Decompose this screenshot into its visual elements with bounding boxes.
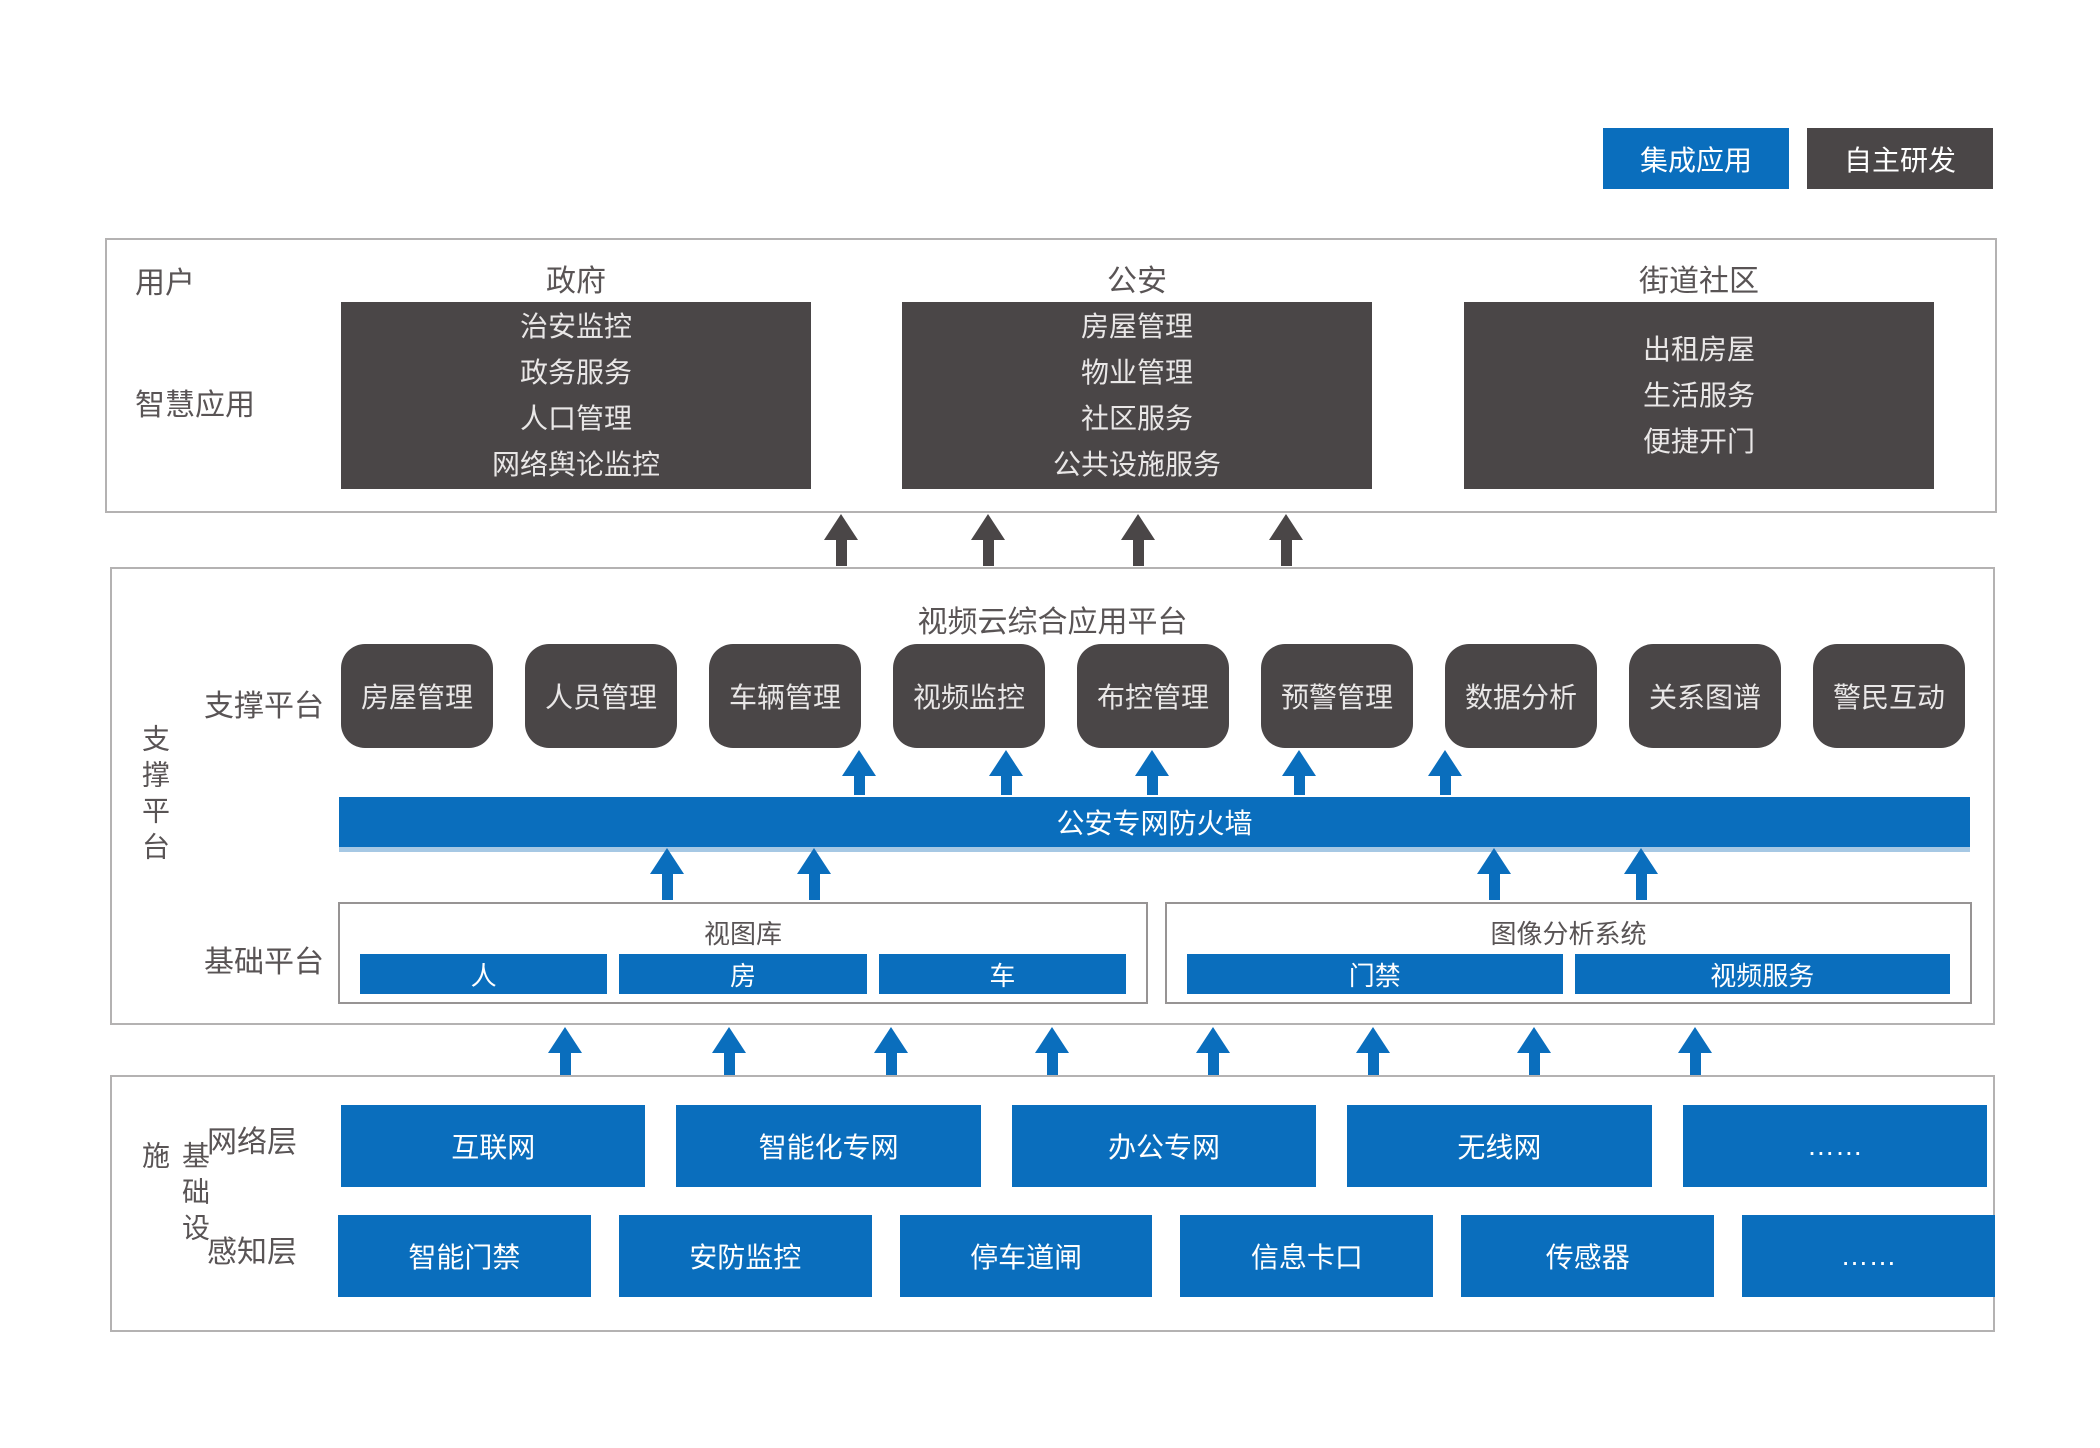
network-layer-row: 互联网智能化专网办公专网无线网 …… xyxy=(341,1105,1988,1187)
sense-box: …… xyxy=(1742,1215,1995,1297)
view-library-item: 车 xyxy=(878,954,1126,994)
up-arrow-icon xyxy=(842,750,876,795)
app-item: 网络舆论监控 xyxy=(491,448,660,480)
sense-layer-row: 智能门禁安防监控停车道闸信息卡口传感器 …… xyxy=(338,1215,1995,1297)
column-header-community: 街道社区 xyxy=(1639,265,1759,298)
up-arrow-icon xyxy=(874,1027,908,1075)
view-library-title: 视图库 xyxy=(703,919,782,949)
column-header-government: 政府 xyxy=(546,265,606,298)
image-analysis-title: 图像分析系统 xyxy=(1490,919,1647,949)
support-module-box: 人员管理 xyxy=(525,644,677,748)
view-library-item: 房 xyxy=(619,954,867,994)
up-arrow-icon xyxy=(1678,1027,1712,1075)
smart-apps-label: 智慧应用 xyxy=(135,389,255,422)
support-module-box: 关系图谱 xyxy=(1629,644,1781,748)
infrastructure-side-label: 基础设施 xyxy=(139,1140,210,1249)
app-item: 公共设施服务 xyxy=(1052,448,1221,480)
infrastructure-section: 基础设施 网络层 互联网智能化专网办公专网无线网 …… 感知层 智能门禁安防监控停… xyxy=(110,1075,1995,1332)
sense-box: 停车道闸 xyxy=(899,1215,1153,1297)
sense-layer-label: 感知层 xyxy=(207,1236,297,1269)
network-box: 智能化专网 xyxy=(676,1105,981,1187)
up-arrow-icon xyxy=(1356,1027,1390,1075)
support-module-box: 车辆管理 xyxy=(709,644,861,748)
view-library-item: 人 xyxy=(360,954,608,994)
up-arrow-icon xyxy=(1135,750,1169,795)
image-analysis-items: 门禁视频服务 xyxy=(1187,954,1950,994)
up-arrow-icon xyxy=(1624,848,1658,900)
app-item: 生活服务 xyxy=(1642,379,1755,411)
up-arrow-icon xyxy=(650,848,684,900)
sense-box: 智能门禁 xyxy=(338,1215,591,1297)
network-box: 办公专网 xyxy=(1011,1105,1317,1187)
legend: 集成应用 自主研发 xyxy=(1603,128,1993,189)
view-library-box: 视图库 人房车 xyxy=(338,902,1148,1004)
base-platform-label: 基础平台 xyxy=(204,946,324,979)
app-item: 治安监控 xyxy=(519,310,632,342)
app-item: 人口管理 xyxy=(519,402,632,434)
app-item: 出租房屋 xyxy=(1642,333,1755,365)
up-arrow-icon xyxy=(797,848,831,900)
up-arrow-icon xyxy=(1196,1027,1230,1075)
support-module-box: 数据分析 xyxy=(1445,644,1597,748)
up-arrow-icon xyxy=(824,514,858,566)
up-arrow-icon xyxy=(1269,514,1303,566)
image-analysis-box: 图像分析系统 门禁视频服务 xyxy=(1165,902,1972,1004)
network-box: …… xyxy=(1682,1105,1988,1187)
support-row-label: 支撑平台 xyxy=(204,690,324,723)
community-apps-box: 出租房屋生活服务便捷开门 xyxy=(1464,302,1934,489)
up-arrow-icon xyxy=(989,750,1023,795)
government-apps-box: 治安监控政务服务人口管理网络舆论监控 xyxy=(341,302,811,489)
users-label: 用户 xyxy=(135,267,195,300)
up-arrow-icon xyxy=(1121,514,1155,566)
view-library-items: 人房车 xyxy=(360,954,1126,994)
up-arrow-icon xyxy=(1035,1027,1069,1075)
users-applications-section: 用户 智慧应用 政府 公安 街道社区 治安监控政务服务人口管理网络舆论监控 房屋… xyxy=(105,238,1997,513)
support-module-box: 布控管理 xyxy=(1077,644,1229,748)
network-box: 无线网 xyxy=(1347,1105,1652,1187)
up-arrow-icon xyxy=(1477,848,1511,900)
legend-self-developed: 自主研发 xyxy=(1807,128,1993,189)
sense-box: 传感器 xyxy=(1461,1215,1715,1297)
up-arrow-icon xyxy=(971,514,1005,566)
support-platform-section: 支撑平台 视频云综合应用平台 支撑平台 房屋管理人员管理车辆管理视频监控布控管理… xyxy=(110,567,1995,1025)
network-layer-label: 网络层 xyxy=(207,1126,297,1159)
up-arrow-icon xyxy=(1517,1027,1551,1075)
app-item: 社区服务 xyxy=(1080,402,1193,434)
sense-box: 信息卡口 xyxy=(1180,1215,1434,1297)
police-apps-box: 房屋管理物业管理社区服务公共设施服务 xyxy=(902,302,1372,489)
app-item: 便捷开门 xyxy=(1642,425,1755,457)
image-analysis-item: 门禁 xyxy=(1187,954,1563,994)
sense-box: 安防监控 xyxy=(618,1215,872,1297)
column-header-police: 公安 xyxy=(1107,265,1167,298)
support-module-box: 视频监控 xyxy=(893,644,1045,748)
up-arrow-icon xyxy=(712,1027,746,1075)
network-box: 互联网 xyxy=(341,1105,646,1187)
image-analysis-item: 视频服务 xyxy=(1574,954,1950,994)
app-item: 房屋管理 xyxy=(1080,310,1193,342)
up-arrow-icon xyxy=(548,1027,582,1075)
support-module-box: 警民互动 xyxy=(1813,644,1965,748)
app-item: 政务服务 xyxy=(519,356,632,388)
video-cloud-platform-title: 视频云综合应用平台 xyxy=(917,606,1188,639)
support-module-box: 预警管理 xyxy=(1261,644,1413,748)
support-platform-side-label: 支撑平台 xyxy=(139,724,170,868)
up-arrow-icon xyxy=(1428,750,1462,795)
app-item: 物业管理 xyxy=(1080,356,1193,388)
up-arrow-icon xyxy=(1282,750,1316,795)
firewall-bar: 公安专网防火墙 xyxy=(339,797,1970,852)
legend-integrated-app: 集成应用 xyxy=(1603,128,1789,189)
support-module-box: 房屋管理 xyxy=(341,644,493,748)
support-modules-row: 房屋管理人员管理车辆管理视频监控布控管理预警管理数据分析关系图谱警民互动 xyxy=(341,644,1965,748)
